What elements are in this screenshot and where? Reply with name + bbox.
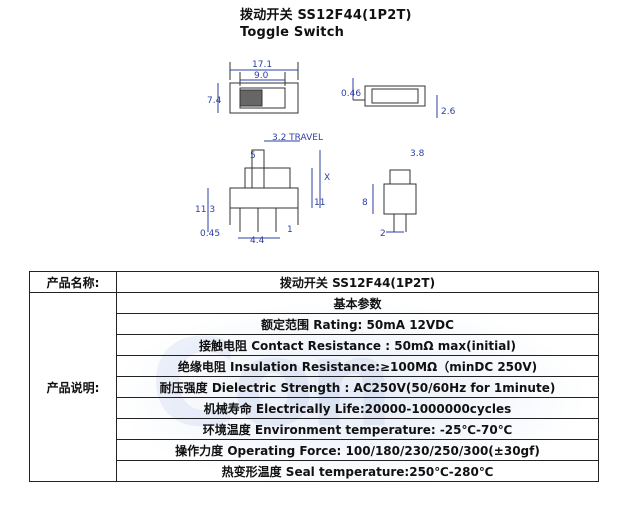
spec-row-basic-params: 基本参数: [116, 292, 599, 314]
dim-8: 8: [362, 198, 368, 208]
dim-5: 5: [250, 151, 256, 161]
dim-2: 2: [380, 229, 386, 239]
side-view-actuator: [389, 169, 411, 185]
dim-17-1: 17.1: [252, 60, 272, 70]
dim-1: 1: [287, 225, 293, 235]
table-row: 产品名称: 拨动开关 SS12F44(1P2T): [29, 271, 599, 293]
spec-row-dielectric-strength: 耐压强度 Dielectric Strength : AC250V(50/60H…: [116, 376, 599, 398]
dim-0-46: 0.46: [341, 89, 361, 99]
dim-0-45: 0.45: [200, 229, 220, 239]
table-row: 耐压强度 Dielectric Strength : AC250V(50/60H…: [30, 376, 599, 398]
spec-table: 产品名称: 拨动开关 SS12F44(1P2T) 产品说明: 基本参数 额定范围…: [29, 271, 599, 482]
dim-7-4: 7.4: [207, 96, 222, 106]
description-label: 产品说明:: [29, 292, 117, 482]
product-name-label: 产品名称:: [29, 271, 117, 293]
spec-row-contact-resistance: 接触电阻 Contact Resistance : 50mΩ max(initi…: [116, 334, 599, 356]
table-row: 热变形温度 Seal temperature:250℃-280℃: [30, 460, 599, 482]
product-name-value: 拨动开关 SS12F44(1P2T): [116, 271, 599, 293]
dim-2-6: 2.6: [441, 107, 456, 117]
spec-row-insulation-resistance: 绝缘电阻 Insulation Resistance:≥100MΩ（minDC …: [116, 355, 599, 377]
page-title: 拨动开关 SS12F44(1P2T): [240, 8, 412, 23]
dim-9-0: 9.0: [254, 71, 269, 81]
table-row: 接触电阻 Contact Resistance : 50mΩ max(initi…: [30, 334, 599, 356]
top-view-actuator: [239, 89, 263, 107]
end-view-body: [364, 85, 426, 107]
spec-row-seal-temperature: 热变形温度 Seal temperature:250℃-280℃: [116, 460, 599, 482]
spec-row-electrical-life: 机械寿命 Electrically Life:20000-1000000cycl…: [116, 397, 599, 419]
dim-4-4: 4.4: [250, 236, 265, 246]
dim-11: 11: [314, 198, 325, 208]
front-view-actuator: [251, 149, 265, 189]
top-view-body: [229, 82, 299, 114]
dim-11-3: 11.3: [195, 205, 215, 215]
page-subtitle: Toggle Switch: [240, 25, 345, 40]
side-view-body: [383, 183, 417, 215]
spec-row-environment-temperature: 环境温度 Environment temperature: -25℃-70℃: [116, 418, 599, 440]
table-row: 产品说明: 基本参数: [29, 292, 599, 482]
spec-row-rating: 额定范围 Rating: 50mA 12VDC: [116, 313, 599, 335]
dim-travel: 3.2 TRAVEL: [272, 133, 323, 143]
spec-row-operating-force: 操作力度 Operating Force: 100/180/230/250/30…: [116, 439, 599, 461]
table-row: 操作力度 Operating Force: 100/180/230/250/30…: [30, 439, 599, 461]
dim-x: X: [324, 173, 330, 183]
table-row: 绝缘电阻 Insulation Resistance:≥100MΩ（minDC …: [30, 355, 599, 377]
dim-3-8: 3.8: [410, 149, 425, 159]
technical-drawing: 17.1 9.0 7.4 0.46 2.6 3.2 TRAVEL 5 X 11.…: [195, 60, 456, 246]
front-view-body: [229, 187, 299, 209]
